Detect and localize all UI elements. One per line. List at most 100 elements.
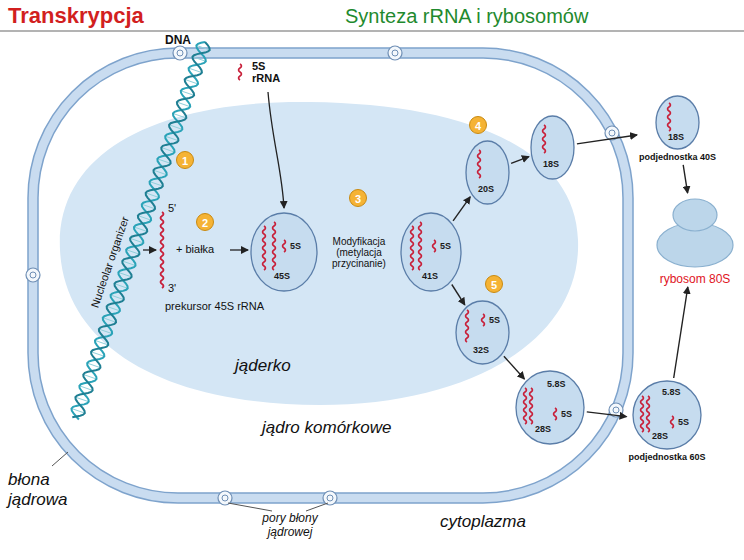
rna-strands — [161, 64, 242, 288]
rna-label: 5S rRNA — [252, 60, 286, 84]
rnp-particle: 5S 41S — [400, 212, 462, 292]
callout-number: 3 — [349, 189, 367, 207]
rna-precursor — [161, 212, 164, 288]
ribosomal-subunit: 5.8S5S28Spodjednostka 60S — [632, 380, 702, 450]
region-label: cytoplazma — [440, 512, 526, 532]
rnp-particle: 18S — [530, 115, 575, 180]
rrna-strand — [482, 314, 485, 326]
transcription-arrow — [143, 249, 156, 250]
protein-label: + białka — [176, 243, 214, 255]
rrna-name: 5.8S — [662, 388, 681, 397]
subunit-name: podjednostka 60S — [628, 453, 705, 463]
rna-5s — [239, 64, 242, 80]
region-label: jąderko — [235, 356, 291, 376]
precursor-label: prekursor 45S rRNA — [165, 300, 264, 312]
ribosome: rybosom 80S — [653, 195, 737, 270]
particle-outline — [531, 116, 574, 179]
leader-line — [52, 452, 68, 466]
region-label: błona jądrowa — [8, 470, 80, 509]
nuclear-pore — [609, 130, 615, 136]
nuclear-pore — [613, 407, 619, 413]
rrna-name: 5S — [440, 242, 451, 251]
ribosomal-subunit: 18Spodjednostka 40S — [655, 95, 700, 150]
header-rule — [0, 30, 744, 32]
rrna-strand — [478, 150, 481, 178]
edge-label: Modyfikacja (metylacja przycinanie) — [319, 236, 399, 269]
rrna-strand — [419, 222, 422, 270]
rrna-name: 5S — [290, 242, 301, 251]
nuclear-pores — [26, 46, 623, 505]
callout-number: 2 — [196, 213, 214, 231]
rrna-name: 18S — [543, 160, 559, 169]
5s-arrow — [268, 92, 284, 208]
end-label: 5' — [168, 202, 176, 214]
callout-number: 4 — [469, 116, 487, 134]
nuclear-pore — [222, 495, 228, 501]
nuclear-pore — [30, 272, 36, 278]
rrna-strand — [554, 408, 557, 420]
node-outline — [465, 140, 510, 205]
leader-line — [228, 503, 272, 511]
nucleolus-region — [60, 102, 578, 405]
process-arrow — [683, 165, 687, 193]
process-arrow — [511, 157, 529, 164]
process-arrow — [674, 287, 688, 378]
callout-number: 1 — [176, 151, 194, 169]
particle-outline — [456, 301, 509, 364]
rrna-name: 28S — [535, 425, 551, 434]
rrna-strand — [530, 388, 533, 424]
rrna-name: 20S — [478, 185, 494, 194]
rrna-strand — [466, 310, 469, 342]
process-arrow — [452, 285, 465, 305]
rnp-particle: 5S 45S — [250, 212, 318, 292]
rrna-name: 5.8S — [547, 380, 566, 389]
process-arrow — [587, 412, 627, 417]
rrna-name: 5S — [489, 316, 500, 325]
small-subunit — [673, 199, 717, 231]
particle-outline — [251, 213, 317, 291]
rrna-strand — [668, 103, 671, 131]
rrna-name: 45S — [274, 272, 290, 281]
rrna-name: 28S — [652, 432, 668, 441]
particle-outline — [633, 381, 701, 449]
nuclear-pore — [173, 46, 187, 60]
nucleoplasm — [38, 58, 623, 493]
rrna-strand — [647, 396, 650, 432]
particle-outline — [656, 96, 699, 149]
node-outline — [653, 195, 737, 270]
rnp-particle: 20S — [465, 140, 510, 205]
rrna-name: 32S — [473, 346, 489, 355]
node-outline — [530, 115, 575, 180]
subtitle: Synteza rRNA i rybosomów — [345, 5, 588, 28]
subunit-name: podjednostka 40S — [639, 153, 716, 163]
callout-number: 5 — [485, 275, 503, 293]
rnp-particle: 5.8S5S28S — [515, 370, 585, 445]
particle-outline — [516, 371, 584, 444]
rrna-strand — [671, 416, 674, 428]
region-label: jądro komórkowe — [262, 418, 391, 438]
rrna-strand — [283, 240, 286, 252]
node-outline — [455, 300, 510, 365]
end-label: 3' — [168, 282, 176, 294]
rrna-strand — [641, 396, 644, 432]
nuclear-pore — [388, 46, 402, 60]
process-arrow — [577, 135, 637, 144]
rrna-strand — [524, 388, 527, 424]
ribosome-label: rybosom 80S — [660, 273, 731, 285]
dna-helix — [72, 42, 210, 420]
rrna-name: 5S — [678, 418, 689, 427]
dna-strand — [72, 42, 209, 417]
dna-label: DNA — [165, 33, 191, 47]
nuclear-pore — [26, 268, 40, 282]
rrna-name: 41S — [422, 272, 438, 281]
assembly-arrow — [230, 249, 248, 250]
process-arrow — [504, 356, 525, 379]
title: Transkrypcja — [8, 3, 144, 29]
process-arrow — [453, 197, 470, 221]
pore-label: pory błony jądrowej — [252, 512, 328, 540]
particle-outline — [466, 141, 509, 204]
rrna-name: 18S — [668, 133, 684, 142]
